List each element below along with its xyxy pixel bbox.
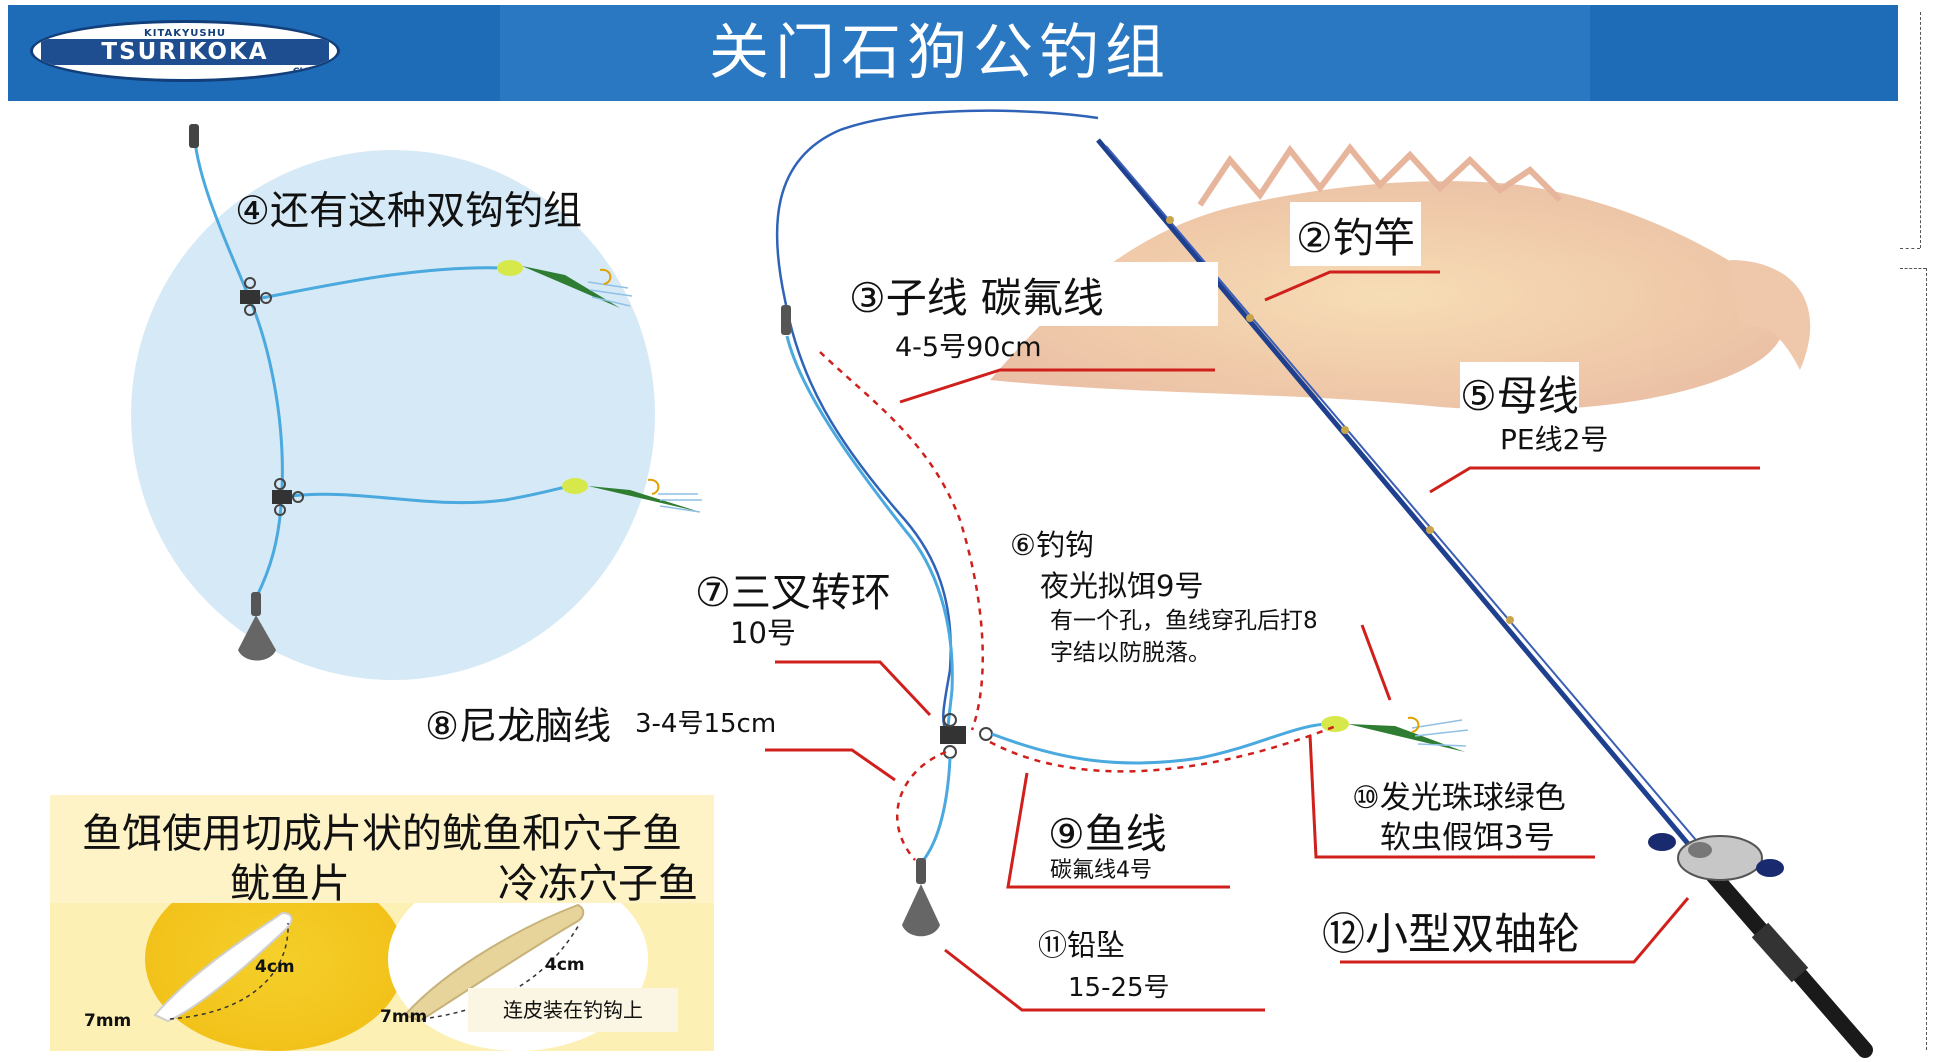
leader-length-arc <box>819 351 985 731</box>
squid-dimension-arc <box>169 922 289 1020</box>
pointer-reel <box>1340 897 1690 964</box>
label-main-line-title: ⑤母线 <box>1460 362 1579 422</box>
label-hook-spec: 夜光拟饵9号 <box>1040 569 1204 603</box>
label-sinker-spec: 15-25号 <box>1068 973 1170 1003</box>
label-line-title: ⑨鱼线 <box>1048 810 1167 858</box>
label-swivel-spec: 10号 <box>730 616 796 650</box>
pointer-lure <box>1308 734 1595 859</box>
label-leader-title: ③子线 碳氟线 <box>845 262 1218 326</box>
label-double-hook: ④还有这种双钩钓组 <box>235 189 582 234</box>
label-lure-spec: 软虫假饵3号 <box>1380 820 1555 856</box>
eel-dimension-arc <box>421 922 581 1020</box>
double-rig-lower-branch <box>289 484 571 505</box>
squid-length-label: 4cm <box>255 957 295 977</box>
branch-length-arc <box>989 724 1337 773</box>
pointer-hook <box>1360 624 1392 701</box>
bait-note: 连皮装在钓钩上 <box>468 988 678 1032</box>
logo-top-text: KITAKYUSHU <box>143 28 227 39</box>
main-swivel <box>781 305 791 335</box>
logo-main-text: TSURIKOKA <box>41 39 329 65</box>
label-reel: ⑫小型双轴轮 <box>1322 910 1580 960</box>
label-lure-title: ⑩发光珠球绿色 <box>1352 780 1566 816</box>
double-rig-lower-three-way-swivel <box>272 478 304 516</box>
label-rod: ②钓竿 <box>1290 202 1421 266</box>
edge-dash-top-end <box>1900 248 1920 249</box>
double-rig-top-swivel <box>189 124 199 148</box>
eel-length-label: 4cm <box>545 955 585 975</box>
double-rig-upper-three-way-swivel <box>240 277 272 316</box>
pointer-nylon <box>765 748 896 782</box>
double-rig-lower-lure <box>562 478 702 513</box>
double-rig-main-line <box>192 129 284 599</box>
edge-dash-bottom <box>1926 268 1927 1050</box>
edge-dash-top <box>1920 12 1921 248</box>
label-nylon-spec: 3-4号15cm <box>635 709 777 739</box>
label-hook-title: ⑥钓钩 <box>1010 528 1094 562</box>
pointer-line <box>1006 772 1230 889</box>
header-center-band <box>500 5 1590 101</box>
pointer-leader <box>899 368 1215 404</box>
pointer-sinker <box>944 948 1265 1012</box>
branch-line <box>991 722 1336 765</box>
main-lure <box>1321 716 1469 752</box>
double-rig-upper-branch <box>261 266 506 300</box>
pointer-main-line <box>1429 466 1760 494</box>
header-bar <box>8 5 1898 101</box>
label-main-line-spec: PE线2号 <box>1500 423 1609 456</box>
sinker <box>902 858 940 937</box>
pointer-swivel <box>775 660 932 717</box>
label-sinker-title: ⑪铅坠 <box>1038 928 1126 962</box>
double-hook-rig-background <box>131 150 655 680</box>
pointer-rod <box>1264 270 1440 302</box>
sinker-line <box>920 757 952 863</box>
logo-sub-text: CLUB <box>292 67 319 77</box>
bait-title: 鱼饵使用切成片状的鱿鱼和穴子鱼 <box>82 811 682 857</box>
edge-dash-bottom-start <box>1900 268 1926 269</box>
sinker-length-arc <box>896 750 947 861</box>
label-nylon-title: ⑧尼龙脑线 <box>425 704 612 748</box>
squid-width-label: 7mm <box>84 1011 132 1031</box>
bait-squid-label: 鱿鱼片 <box>230 861 350 907</box>
eel-strip <box>403 903 585 1023</box>
club-logo: KITAKYUSHU TSURIKOKA CLUB <box>30 20 340 82</box>
label-line-spec: 碳氟线4号 <box>1050 858 1152 883</box>
double-rig-sinker <box>238 592 276 661</box>
leader-line <box>785 335 954 731</box>
squid-strip <box>153 911 293 1023</box>
label-hook-note-2: 字结以防脱落。 <box>1050 640 1211 666</box>
baitcasting-reel <box>1648 833 1784 881</box>
label-hook-note-1: 有一个孔，鱼线穿孔后打8 <box>1050 608 1318 634</box>
double-rig-upper-lure <box>497 260 633 308</box>
rockfish-illustration <box>990 143 1811 410</box>
bait-eel-label: 冷冻穴子鱼 <box>498 861 698 907</box>
label-leader-spec: 4-5号90cm <box>895 332 1042 363</box>
squid-backdrop <box>145 867 405 1051</box>
eel-width-label: 7mm <box>380 1007 428 1027</box>
label-swivel-title: ⑦三叉转环 <box>695 570 891 616</box>
page-title: 关门石狗公钓组 <box>709 18 1171 88</box>
